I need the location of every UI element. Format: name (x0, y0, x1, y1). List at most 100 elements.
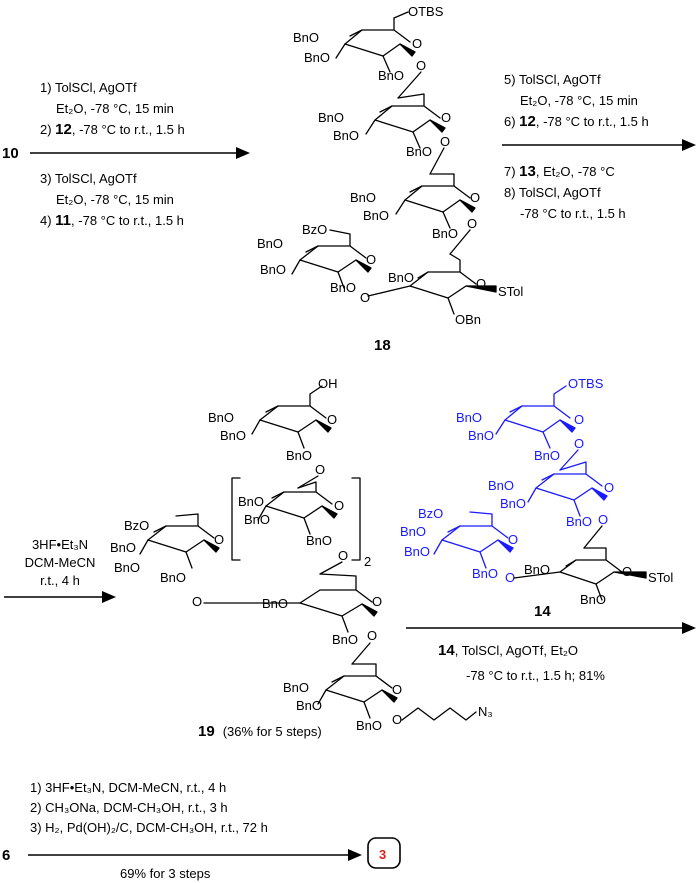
label-bno: BnO (472, 566, 498, 581)
condition-text: TolSCl, AgOTf (519, 185, 601, 200)
label-bno: BnO (534, 448, 560, 463)
label-bno: BnO (432, 226, 458, 241)
label-bno: BnO (388, 270, 414, 285)
label-glycosidic-o: O (598, 512, 608, 527)
condition-line: 3) TolSCl, AgOTf (40, 171, 137, 186)
label-oh: OH (318, 376, 338, 391)
label-bno: BnO (363, 208, 389, 223)
label-bno: BnO (220, 428, 246, 443)
condition-text: TolSCl, AgOTf (55, 80, 137, 95)
label-bno: BnO (244, 512, 270, 527)
label-ring-o: O (470, 190, 480, 205)
condition-line: 4) 11, -78 °C to r.t., 1.5 h (40, 212, 184, 229)
label-stol: STol (498, 284, 523, 299)
condition-text: , -78 °C to r.t., 1.5 h (71, 213, 184, 228)
arrow-4-reagents: , TolSCl, AgOTf, Et₂O (455, 643, 578, 658)
label-bno: BnO (356, 718, 382, 733)
label-ring-o: O (622, 564, 632, 579)
label-bno: BnO (350, 190, 376, 205)
label-bno: BnO (378, 68, 404, 83)
label-bno: BnO (110, 540, 136, 555)
condition-text: Et₂O, -78 °C, 15 min (56, 101, 174, 116)
label-ring-o: O (604, 480, 614, 495)
arrow-4-conditions-line2: -78 °C to r.t., 1.5 h; 81% (466, 668, 605, 683)
label-bno: BnO (283, 680, 309, 695)
label-bzo: BzO (302, 222, 327, 237)
step-number: 5) (504, 72, 519, 87)
condition-line: DCM-MeCN (25, 555, 96, 570)
compound-18-structure: OTBS BnO BnO BnO O O BnO BnO BnO O O BnO… (257, 4, 523, 327)
condition-line: Et₂O, -78 °C, 15 min (56, 101, 174, 116)
label-bno: BnO (296, 698, 322, 713)
label-bno: BnO (304, 50, 330, 65)
label-ring-o: O (441, 110, 451, 125)
step-number: 2) (40, 122, 55, 137)
label-bno: BnO (580, 592, 606, 607)
label-bno: BnO (286, 448, 312, 463)
label-bno: BnO (262, 596, 288, 611)
label-bno: BnO (333, 128, 359, 143)
condition-text: , -78 °C to r.t., 1.5 h (72, 122, 185, 137)
compound-19-caption: 19 (36% for 5 steps) (198, 723, 322, 740)
compound-19-structure: OH BnO BnO BnO O O BnO BnO BnO O O 2 BzO… (110, 376, 493, 733)
label-bno: BnO (160, 570, 186, 585)
label-bno: BnO (293, 30, 319, 45)
step-number: 1) (40, 80, 55, 95)
start-compound-10: 10 (2, 145, 19, 162)
step-number: 8) (504, 185, 519, 200)
label-bno: BnO (404, 544, 430, 559)
final-steps: 1) 3HF•Et₃N, DCM-MeCN, r.t., 4 h 2) CH₃ON… (30, 780, 268, 835)
label-glycosidic-o: O (315, 462, 325, 477)
condition-text: , Et₂O, -78 °C (536, 164, 615, 179)
target-compound-3: 3 (379, 847, 386, 862)
start-compound-6: 6 (2, 847, 10, 864)
label-glycosidic-o: O (440, 134, 450, 149)
label-stol: STol (648, 570, 673, 585)
reagent-compound: 12 (519, 113, 536, 130)
label-ring-o: O (327, 412, 337, 427)
condition-line: 5) TolSCl, AgOTf (504, 72, 601, 87)
label-bno: BnO (406, 144, 432, 159)
label-bno: BnO (306, 533, 332, 548)
label-ring-o: O (412, 36, 422, 51)
label-bno: BnO (500, 496, 526, 511)
label-glycosidic-o: O (192, 594, 202, 609)
compound-14-label: 14 (534, 603, 551, 620)
step-number: 3) (40, 171, 55, 186)
condition-line: 3HF•Et₃N (32, 537, 88, 552)
label-bno: BnO (208, 410, 234, 425)
arrowhead-1 (236, 147, 250, 159)
condition-line: Et₂O, -78 °C, 15 min (520, 93, 638, 108)
final-yield: 69% for 3 steps (120, 866, 211, 881)
label-bno: BnO (332, 632, 358, 647)
final-step: 2) CH₃ONa, DCM-CH₃OH, r.t., 3 h (30, 800, 228, 815)
compound-19-yield: (36% for 5 steps) (223, 724, 322, 739)
arrowhead-2 (682, 139, 696, 151)
label-glycosidic-o: O (416, 58, 426, 73)
final-step: 1) 3HF•Et₃N, DCM-MeCN, r.t., 4 h (30, 780, 226, 795)
arrow-4-compound: 14 (438, 642, 455, 659)
arrowhead-4 (682, 622, 696, 634)
label-bno: BnO (566, 514, 592, 529)
target-box (367, 837, 401, 869)
label-glycosidic-o: O (392, 712, 402, 727)
repeat-count: 2 (364, 554, 371, 569)
arrowhead-5 (348, 849, 362, 861)
condition-text: -78 °C to r.t., 1.5 h (520, 206, 626, 221)
condition-text: , -78 °C to r.t., 1.5 h (536, 114, 649, 129)
label-glycosidic-o: O (467, 216, 477, 231)
label-ring-o: O (372, 594, 382, 609)
label-bno: BnO (400, 524, 426, 539)
label-ring-o: O (392, 682, 402, 697)
reagent-compound: 11 (55, 212, 71, 229)
repeat-bracket-left (231, 477, 241, 561)
condition-line: 8) TolSCl, AgOTf (504, 185, 601, 200)
label-ring-o: O (476, 276, 486, 291)
condition-line: 6) 12, -78 °C to r.t., 1.5 h (504, 113, 649, 130)
label-otbs: OTBS (568, 376, 604, 391)
label-bno: BnO (488, 478, 514, 493)
label-bno: BnO (318, 110, 344, 125)
